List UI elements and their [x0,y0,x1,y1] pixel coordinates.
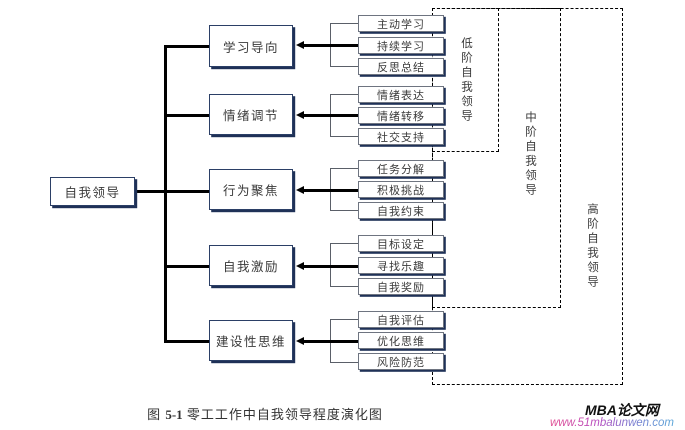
arrow-to-constructive-thinking [296,337,304,345]
spine-stub-2 [164,114,210,117]
bracket-arm-4-3 [330,286,358,288]
root-box[interactable]: 自我领导 [50,177,135,206]
level-label-low: 低阶自我领导 [460,36,473,124]
arrow-to-emotion-regulation [296,111,304,119]
leaf-box-continuous-learning[interactable]: 持续学习 [358,37,444,54]
bracket-arm-5-2 [330,340,358,343]
watermark-brand: MBA论文网 [585,402,659,418]
bracket-arm-4-1 [330,243,358,245]
spine-stub-4 [164,265,210,268]
connector-h-group1 [303,44,356,47]
leaf-box-seeking-pleasure[interactable]: 寻找乐趣 [358,257,444,274]
spine-stub-1 [164,45,210,48]
caption-prefix: 图 [147,407,162,422]
leaf-box-self-reward[interactable]: 自我奖励 [358,278,444,295]
leaf-box-risk-prevention[interactable]: 风险防范 [358,353,444,370]
bracket-arm-5-1 [330,319,358,321]
category-box-learning-orientation[interactable]: 学习导向 [209,25,293,67]
trunk-horizontal [135,190,167,193]
leaf-box-emotional-expression[interactable]: 情绪表达 [358,86,444,103]
caption-text: 零工工作中自我领导程度演化图 [186,407,383,422]
caption-number: 5-1 [165,407,183,422]
leaf-box-active-learning[interactable]: 主动学习 [358,15,444,32]
trunk-spine [164,45,167,342]
spine-stub-3 [164,190,210,193]
watermark-url: www.51mbalunwen.com [550,417,675,429]
bracket-arm-1-1 [330,23,358,25]
bracket-arm-3-3 [330,210,358,212]
bracket-arm-4-2 [330,265,358,268]
arrow-to-learning-orientation [296,41,304,49]
category-box-self-motivation[interactable]: 自我激励 [209,245,293,286]
spine-stub-5 [164,340,210,343]
bracket-arm-2-2 [330,114,358,117]
bracket-arm-2-3 [330,136,358,138]
bracket-arm-1-2 [330,44,358,47]
leaf-box-positive-challenge[interactable]: 积极挑战 [358,181,444,198]
leaf-box-self-discipline[interactable]: 自我约束 [358,202,444,219]
category-box-emotion-regulation[interactable]: 情绪调节 [209,94,293,135]
leaf-box-emotional-transfer[interactable]: 情绪转移 [358,107,444,124]
leaf-box-optimized-thinking[interactable]: 优化思维 [358,332,444,349]
leaf-box-reflective-summary[interactable]: 反思总结 [358,58,444,75]
connector-h-group3 [303,189,356,192]
category-box-behavior-focus[interactable]: 行为聚焦 [209,169,293,210]
leaf-box-goal-setting[interactable]: 目标设定 [358,235,444,252]
leaf-box-self-assessment[interactable]: 自我评估 [358,311,444,328]
figure-caption: 图 5-1 零工工作中自我领导程度演化图 [0,404,530,423]
bracket-arm-2-1 [330,94,358,96]
leaf-box-social-support[interactable]: 社交支持 [358,128,444,145]
connector-h-group4 [303,265,356,268]
bracket-arm-1-3 [330,66,358,68]
bracket-arm-3-2 [330,189,358,192]
leaf-box-task-decomposition[interactable]: 任务分解 [358,160,444,177]
arrow-to-behavior-focus [296,186,304,194]
connector-h-group5 [303,340,356,343]
arrow-to-self-motivation [296,262,304,270]
level-label-high: 高阶自我领导 [586,202,599,290]
connector-h-group2 [303,114,356,117]
bracket-arm-5-3 [330,362,358,364]
category-box-constructive-thinking[interactable]: 建设性思维 [209,320,293,361]
level-label-mid: 中阶自我领导 [524,110,537,198]
bracket-arm-3-1 [330,168,358,170]
